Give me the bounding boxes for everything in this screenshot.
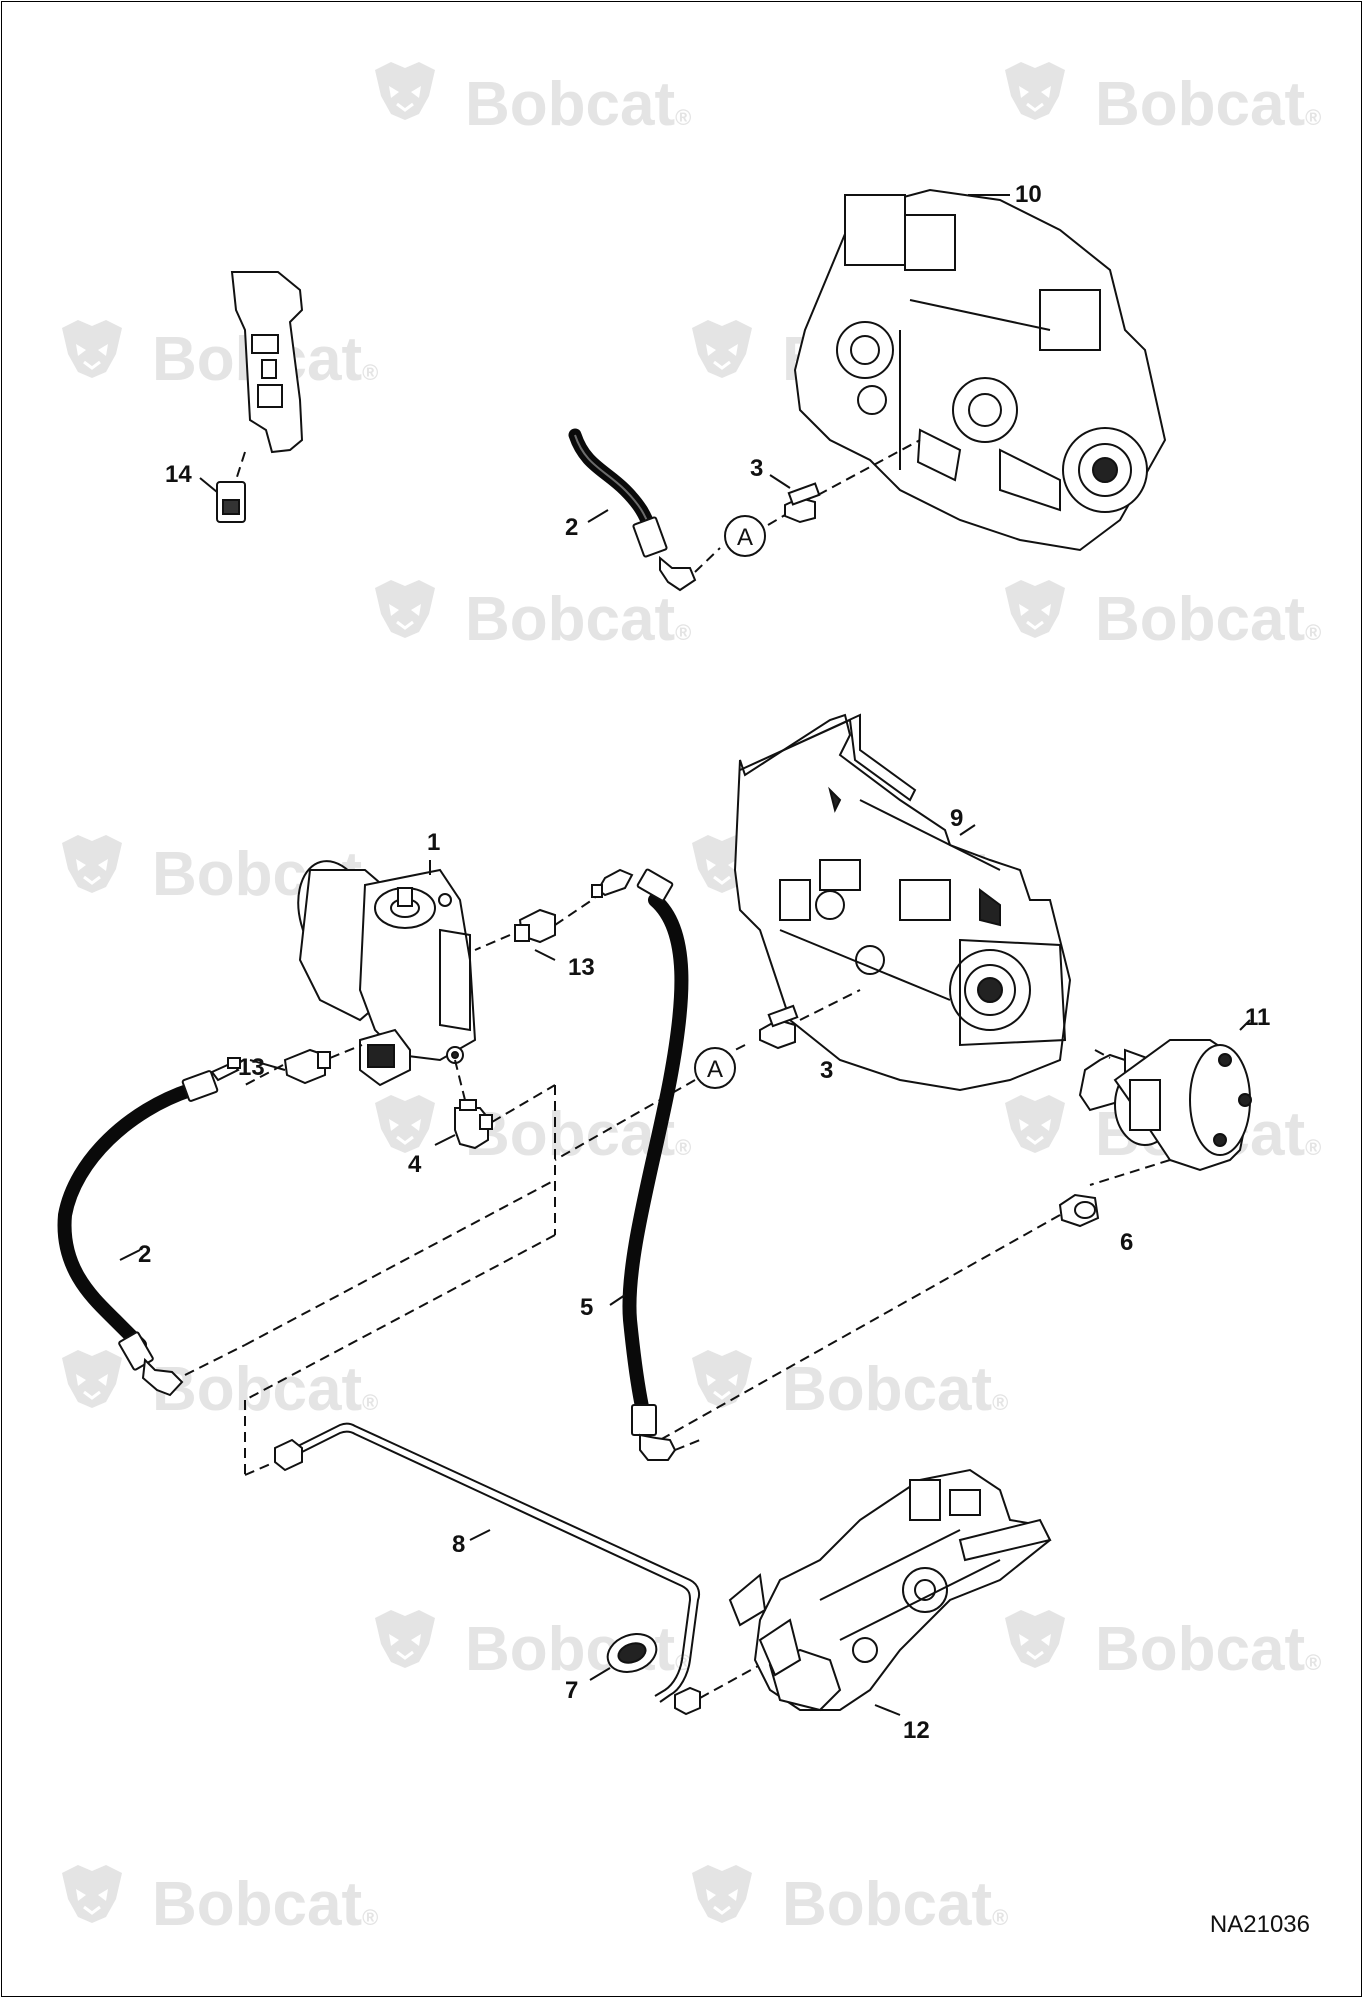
callout-9: 9 [950, 805, 963, 832]
part-6-fitting [1058, 1193, 1100, 1228]
upper-hose-2 [568, 428, 657, 535]
watermark-text: Bobcat® [1095, 70, 1321, 139]
callout-2-leader [587, 509, 609, 523]
circle-letter-icon [694, 1047, 736, 1089]
part-9-pump [733, 713, 1072, 1092]
section-marker-upper: A [724, 515, 766, 557]
watermark-text: Bobcat® [465, 70, 691, 139]
part-11-motor [1078, 1039, 1252, 1172]
watermark-text: Bobcat® [782, 1355, 1008, 1424]
watermark-registered-mark: ® [1305, 620, 1321, 645]
watermark-registered-mark: ® [362, 360, 378, 385]
watermark-text: Bobcat® [152, 1870, 378, 1939]
watermark-registered-mark: ® [992, 1390, 1008, 1415]
callout-4: 4 [408, 1151, 422, 1178]
callout-13-left: 13 [238, 1054, 265, 1081]
watermark-registered-mark: ® [362, 1905, 378, 1930]
callout-10: 10 [1015, 181, 1042, 208]
upper-hose-2-fitting [632, 516, 697, 592]
part-8-tube-nut-right [674, 1686, 701, 1716]
section-marker-lower: A [694, 1047, 736, 1089]
watermark-registered-mark: ® [1305, 1135, 1321, 1160]
part-8-tube-nut-left [274, 1438, 303, 1472]
watermark-text: Bobcat® [1095, 585, 1321, 654]
part-13-fitting-right [514, 908, 556, 944]
part-1-pump [297, 860, 477, 1087]
callout-6: 6 [1120, 1229, 1133, 1256]
part-13-fitting-left [283, 1048, 331, 1085]
lower-hose-2-end-bottom [118, 1331, 184, 1397]
callout-14-leader [199, 477, 218, 493]
watermark-registered-mark: ® [992, 1905, 1008, 1930]
circle-letter-icon [724, 515, 766, 557]
callouts: 1 2 2 3 3 4 5 6 7 8 9 10 11 12 13 13 14 [138, 181, 1270, 1744]
part-8-tube [289, 1422, 700, 1703]
callout-13-right: 13 [568, 954, 595, 981]
part-5-hose [622, 893, 689, 1427]
watermark-registered-mark: ® [1305, 105, 1321, 130]
watermark-text: Bobcat® [782, 1870, 1008, 1939]
callout-1: 1 [427, 829, 440, 856]
watermark-text: Bobcat® [465, 585, 691, 654]
part-12-valve [728, 1468, 1052, 1712]
callout-12: 12 [903, 1717, 930, 1744]
callout-3-upper: 3 [750, 455, 763, 482]
part-3-fitting-upper [784, 482, 821, 524]
section-marker-label: A [707, 1056, 723, 1083]
section-marker-label: A [737, 524, 753, 551]
callout-5: 5 [580, 1294, 593, 1321]
part-5-hose-end-top [591, 868, 674, 902]
part-7-grommet [606, 1633, 658, 1673]
lower-hose-2-end-top [181, 1057, 241, 1102]
watermark-registered-mark: ® [675, 1135, 691, 1160]
callout-7: 7 [565, 1677, 578, 1704]
part-4-elbow [454, 1099, 493, 1150]
callout-2-upper: 2 [565, 514, 578, 541]
callout-3-leader [769, 474, 791, 489]
part-14-switch [216, 481, 246, 523]
reference-code: NA21036 [1210, 1911, 1310, 1938]
callout-3-lower: 3 [820, 1057, 833, 1084]
callout-11: 11 [1245, 1004, 1270, 1031]
part-5-hose-end-bottom [631, 1404, 677, 1461]
watermark-registered-mark: ® [362, 1390, 378, 1415]
watermark-text: Bobcat® [1095, 1615, 1321, 1684]
callout-8: 8 [452, 1531, 465, 1558]
watermark-registered-mark: ® [675, 620, 691, 645]
callout-2-lower: 2 [138, 1241, 151, 1268]
watermark-registered-mark: ® [1305, 1650, 1321, 1675]
part-14-bracket [230, 271, 304, 454]
part-10-pump [793, 188, 1167, 552]
lower-hose-2 [57, 1083, 197, 1352]
watermark-registered-mark: ® [675, 105, 691, 130]
callout-14: 14 [165, 461, 192, 488]
part-3-fitting-lower [759, 1004, 799, 1050]
